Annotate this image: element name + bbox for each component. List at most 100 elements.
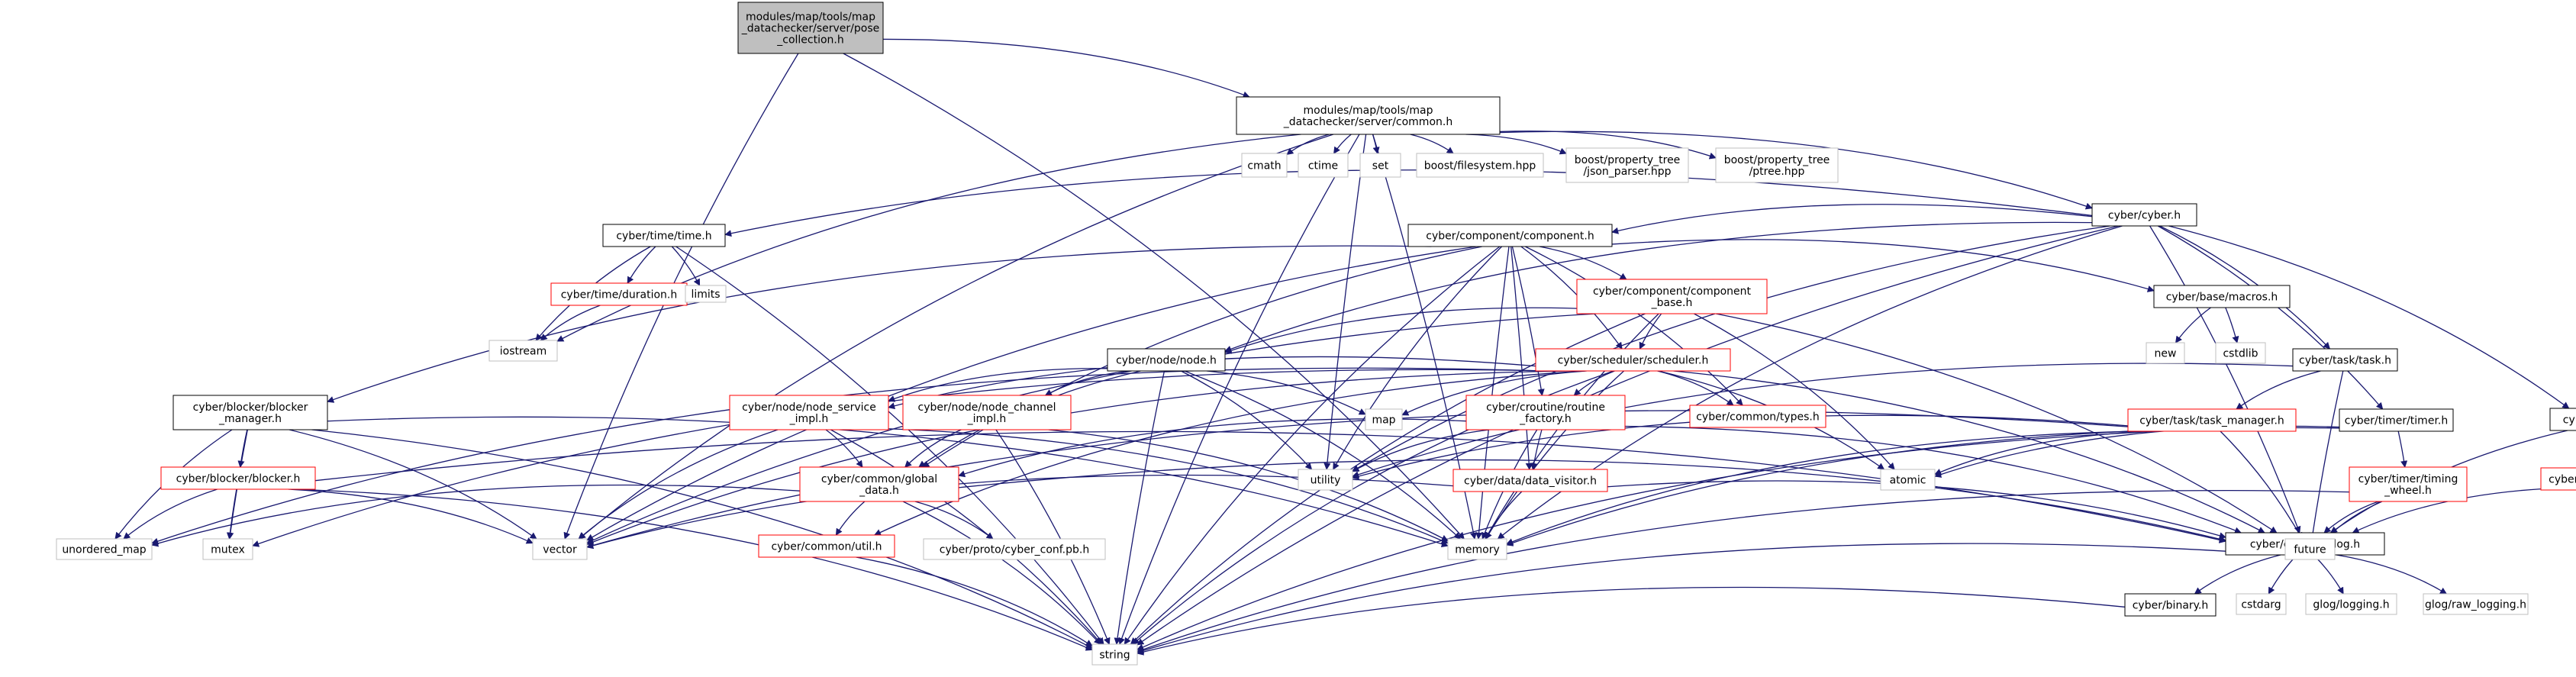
- node-box: [2127, 408, 2297, 432]
- node-box: [1465, 395, 1626, 430]
- edge-cyber-h-to-task-h: [2159, 225, 2331, 350]
- edge-macros-h-to-cstdlib: [2225, 307, 2239, 343]
- node-box: [729, 395, 889, 430]
- edge-blocker-h-to-string: [293, 488, 1093, 651]
- node-component-base[interactable]: cyber/component/component_base.h: [1576, 279, 1768, 314]
- node-time-h[interactable]: cyber/time/time.h: [602, 224, 726, 247]
- edge-timing-wheel-to-string: [1136, 490, 2350, 653]
- node-label: boost/filesystem.hpp: [1424, 160, 1536, 172]
- node-timing-wheel[interactable]: cyber/timer/timing_wheel.h: [2349, 466, 2468, 502]
- edge-common-h-to-string: [1118, 134, 1360, 645]
- node-box: [1241, 153, 1288, 178]
- edge-common-h-to-ctime: [1333, 134, 1352, 154]
- edge-node-h-to-node-service: [888, 368, 1108, 402]
- node-unordered-map: unordered_map: [56, 538, 153, 560]
- node-box: [2540, 467, 2576, 491]
- node-timer-h[interactable]: cyber/timer/timer.h: [2339, 408, 2454, 432]
- edge-task-manager-to-memory: [1506, 430, 2149, 545]
- node-box: [2215, 342, 2266, 364]
- edge-log-h-to-glog-logging: [2313, 554, 2344, 595]
- node-box: [2236, 593, 2287, 615]
- node-box: [1535, 348, 1731, 372]
- node-label: cstdlib: [2223, 348, 2258, 360]
- edge-binary-h-to-string: [1136, 586, 2126, 656]
- node-label: string: [1099, 650, 1130, 662]
- node-box: [1107, 348, 1226, 372]
- node-binary-h[interactable]: cyber/binary.h: [2124, 593, 2217, 617]
- node-util-h[interactable]: cyber/common/util.h: [758, 534, 895, 558]
- edge-blocker-h-to-vector: [288, 488, 534, 544]
- node-blocker-h[interactable]: cyber/blocker/blocker.h: [160, 466, 316, 490]
- node-boost-ptree: boost/property_tree/ptree.hpp: [1715, 147, 1839, 183]
- node-iostream: iostream: [488, 340, 558, 362]
- node-box: [1565, 147, 1689, 183]
- node-scheduler-h[interactable]: cyber/scheduler/scheduler.h: [1535, 348, 1731, 372]
- node-node-h[interactable]: cyber/node/node.h: [1107, 348, 1226, 372]
- node-common-h[interactable]: modules/map/tools/map_datachecker/server…: [1236, 96, 1501, 135]
- node-data-visitor[interactable]: cyber/data/data_visitor.h: [1452, 469, 1608, 492]
- edge-component-h-to-component-base: [1539, 246, 1627, 280]
- node-routine-factory[interactable]: cyber/croutine/routine_factory.h: [1465, 395, 1626, 430]
- node-label: cyber/state.h: [2549, 474, 2576, 486]
- node-state-h[interactable]: cyber/state.h: [2540, 467, 2576, 491]
- node-vector: vector: [532, 538, 588, 560]
- edge-log-h-to-string: [1136, 543, 2226, 654]
- node-box: [1407, 224, 1613, 247]
- edge-component-h-to-utility: [1333, 246, 1502, 470]
- node-label: _factory.h: [1519, 413, 1572, 425]
- node-cyber-h[interactable]: cyber/cyber.h: [2091, 203, 2197, 227]
- node-init-h[interactable]: cyber/init.h: [2549, 408, 2576, 431]
- edge-component-h-to-types-h: [1525, 246, 1743, 406]
- node-box: [488, 340, 558, 362]
- node-box: [2153, 285, 2291, 308]
- node-task-manager[interactable]: cyber/task/task_manager.h: [2127, 408, 2297, 432]
- node-map: map: [1365, 408, 1403, 430]
- node-boost-fs: boost/filesystem.hpp: [1416, 153, 1544, 178]
- edge-util-h-to-string: [856, 556, 1093, 646]
- node-label: boost/property_tree: [1724, 154, 1830, 166]
- edge-node-channel-to-global-data: [904, 429, 962, 468]
- node-label: _datachecker/server/pose: [741, 23, 880, 35]
- node-label: cyber/scheduler/scheduler.h: [1558, 355, 1709, 367]
- node-box: [1715, 147, 1839, 183]
- node-node-service[interactable]: cyber/node/node_service_impl.h: [729, 395, 889, 430]
- node-global-data[interactable]: cyber/common/global_data.h: [799, 466, 959, 502]
- node-node-channel[interactable]: cyber/node/node_channel_impl.h: [902, 395, 1072, 430]
- node-box: [2146, 342, 2185, 364]
- edge-cyber-h-to-component-h: [1611, 204, 2093, 234]
- node-label: _datachecker/server/common.h: [1283, 116, 1452, 128]
- edge-cyber-h-to-log-h: [2149, 225, 2301, 534]
- node-types-h[interactable]: cyber/common/types.h: [1689, 405, 1826, 428]
- node-box: [2305, 593, 2397, 615]
- node-task-h[interactable]: cyber/task/task.h: [2292, 348, 2398, 372]
- edge-component-base-to-node-h: [1224, 307, 1578, 354]
- node-label: /json_parser.hpp: [1583, 166, 1671, 178]
- node-label: cyber/blocker/blocker.h: [176, 473, 301, 485]
- node-component-h[interactable]: cyber/component/component.h: [1407, 224, 1613, 247]
- node-box: [1416, 153, 1544, 178]
- edge-timer-h-to-atomic: [1934, 425, 2340, 478]
- node-blocker-manager[interactable]: cyber/blocker/blocker_manager.h: [172, 395, 328, 430]
- edge-macros-h-to-new: [2175, 307, 2211, 343]
- node-box: [923, 538, 1106, 560]
- edge-global-data-to-unordered-map: [151, 484, 801, 547]
- node-label: utility: [1311, 475, 1341, 487]
- edge-blocker-manager-to-vector: [289, 429, 537, 540]
- node-label: cyber/node/node_service: [742, 401, 876, 414]
- edge-cyber-h-to-node-h: [1224, 221, 2093, 353]
- edge-component-h-to-routine-factory: [1511, 246, 1545, 396]
- node-label: cyber/time/duration.h: [561, 289, 678, 301]
- node-box: [1447, 538, 1507, 560]
- node-macros-h[interactable]: cyber/base/macros.h: [2153, 285, 2291, 308]
- node-pose-collection[interactable]: modules/map/tools/map_datachecker/server…: [737, 2, 884, 54]
- node-box: [1452, 469, 1608, 492]
- node-box: [1365, 408, 1403, 430]
- edge-scheduler-h-to-map: [1401, 370, 1587, 416]
- node-label: cyber/croutine/routine: [1486, 401, 1605, 414]
- edge-global-data-to-cyber-conf: [914, 501, 994, 540]
- node-duration-h[interactable]: cyber/time/duration.h: [550, 282, 688, 306]
- node-label: cyber/component/component.h: [1426, 231, 1594, 243]
- edge-time-h-to-limits: [671, 246, 701, 286]
- node-label: cyber/time/time.h: [616, 231, 711, 243]
- node-utility: utility: [1298, 469, 1353, 491]
